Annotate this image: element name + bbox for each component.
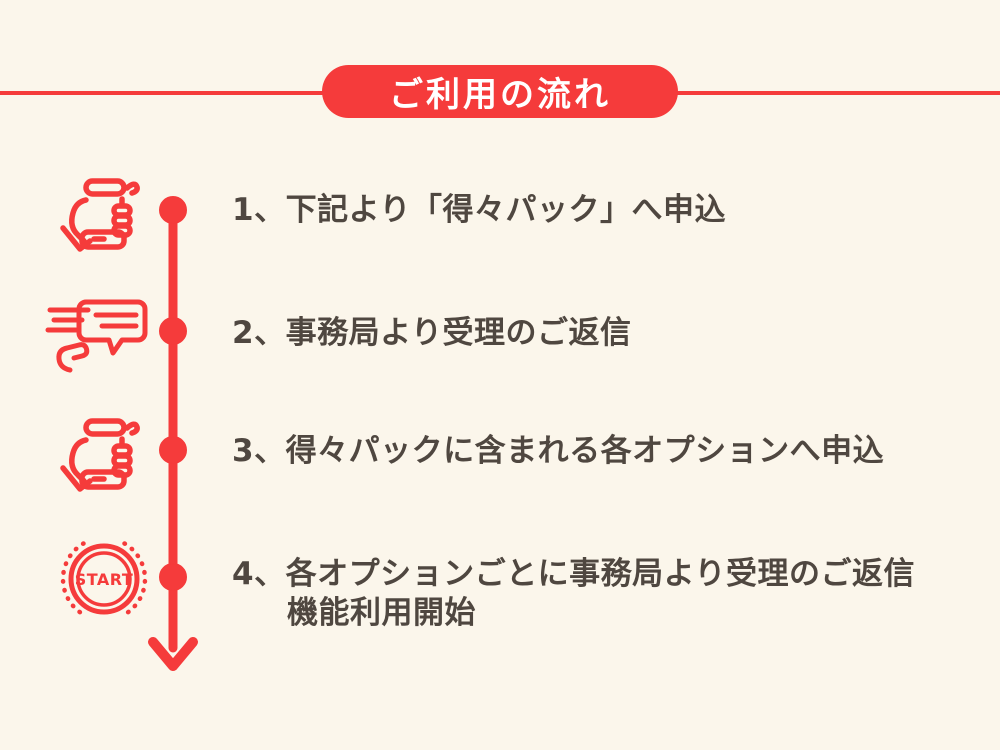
timeline bbox=[148, 196, 198, 671]
speedy-message-icon bbox=[45, 299, 148, 373]
start-stamp-icon: START bbox=[60, 541, 148, 617]
start-stamp-label: START bbox=[75, 570, 134, 589]
step-4-text: 4、各オプションごとに事務局より受理のご返信 bbox=[232, 556, 915, 592]
timeline-dot-4 bbox=[159, 563, 187, 591]
step-4-text-line2: 機能利用開始 bbox=[287, 595, 476, 631]
arrow-down-icon bbox=[148, 637, 198, 671]
step-2-text: 2、事務局より受理のご返信 bbox=[232, 315, 632, 351]
smartphone-hand-icon bbox=[60, 418, 140, 492]
title-pill: ご利用の流れ bbox=[322, 65, 678, 118]
timeline-dot-1 bbox=[159, 196, 187, 224]
page-title: ご利用の流れ bbox=[389, 75, 611, 115]
step-3-text: 3、得々パックに含まれる各オプションへ申込 bbox=[232, 433, 885, 469]
smartphone-hand-icon bbox=[60, 178, 140, 252]
step-1-text: 1、下記より「得々パック」へ申込 bbox=[232, 192, 726, 228]
timeline-dot-3 bbox=[159, 436, 187, 464]
timeline-dot-2 bbox=[159, 317, 187, 345]
